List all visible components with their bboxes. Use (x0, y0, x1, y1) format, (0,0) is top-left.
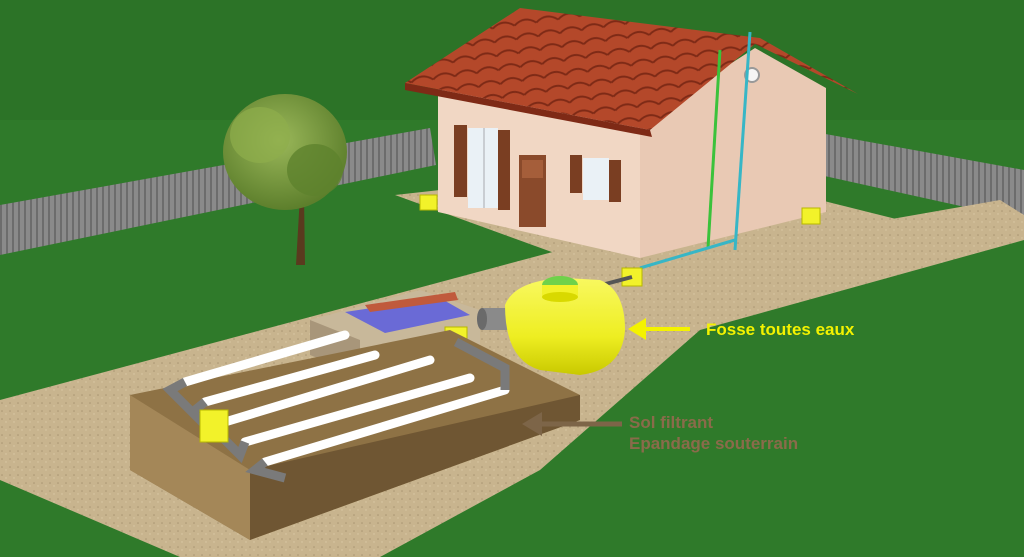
tree (223, 94, 347, 265)
filter-bed-box (199, 409, 229, 443)
arrow-left-icon (628, 318, 690, 340)
house-side-wall (640, 48, 826, 258)
house-roof (405, 8, 858, 130)
sol-filtrant-line2: Epandage souterrain (629, 434, 799, 453)
sol-filtrant-label: Sol filtrant Epandage souterrain (629, 412, 798, 454)
arrow-left-icon (522, 412, 622, 436)
inspection-box-left (419, 194, 438, 211)
filter-bed (130, 330, 580, 540)
septic-tank (477, 276, 625, 375)
fosse-label: Fosse toutes eaux (706, 320, 855, 339)
fence-right (820, 133, 1024, 220)
sol-filtrant-line1: Sol filtrant (629, 413, 714, 432)
house (405, 8, 858, 270)
inspection-box-right (801, 207, 821, 225)
